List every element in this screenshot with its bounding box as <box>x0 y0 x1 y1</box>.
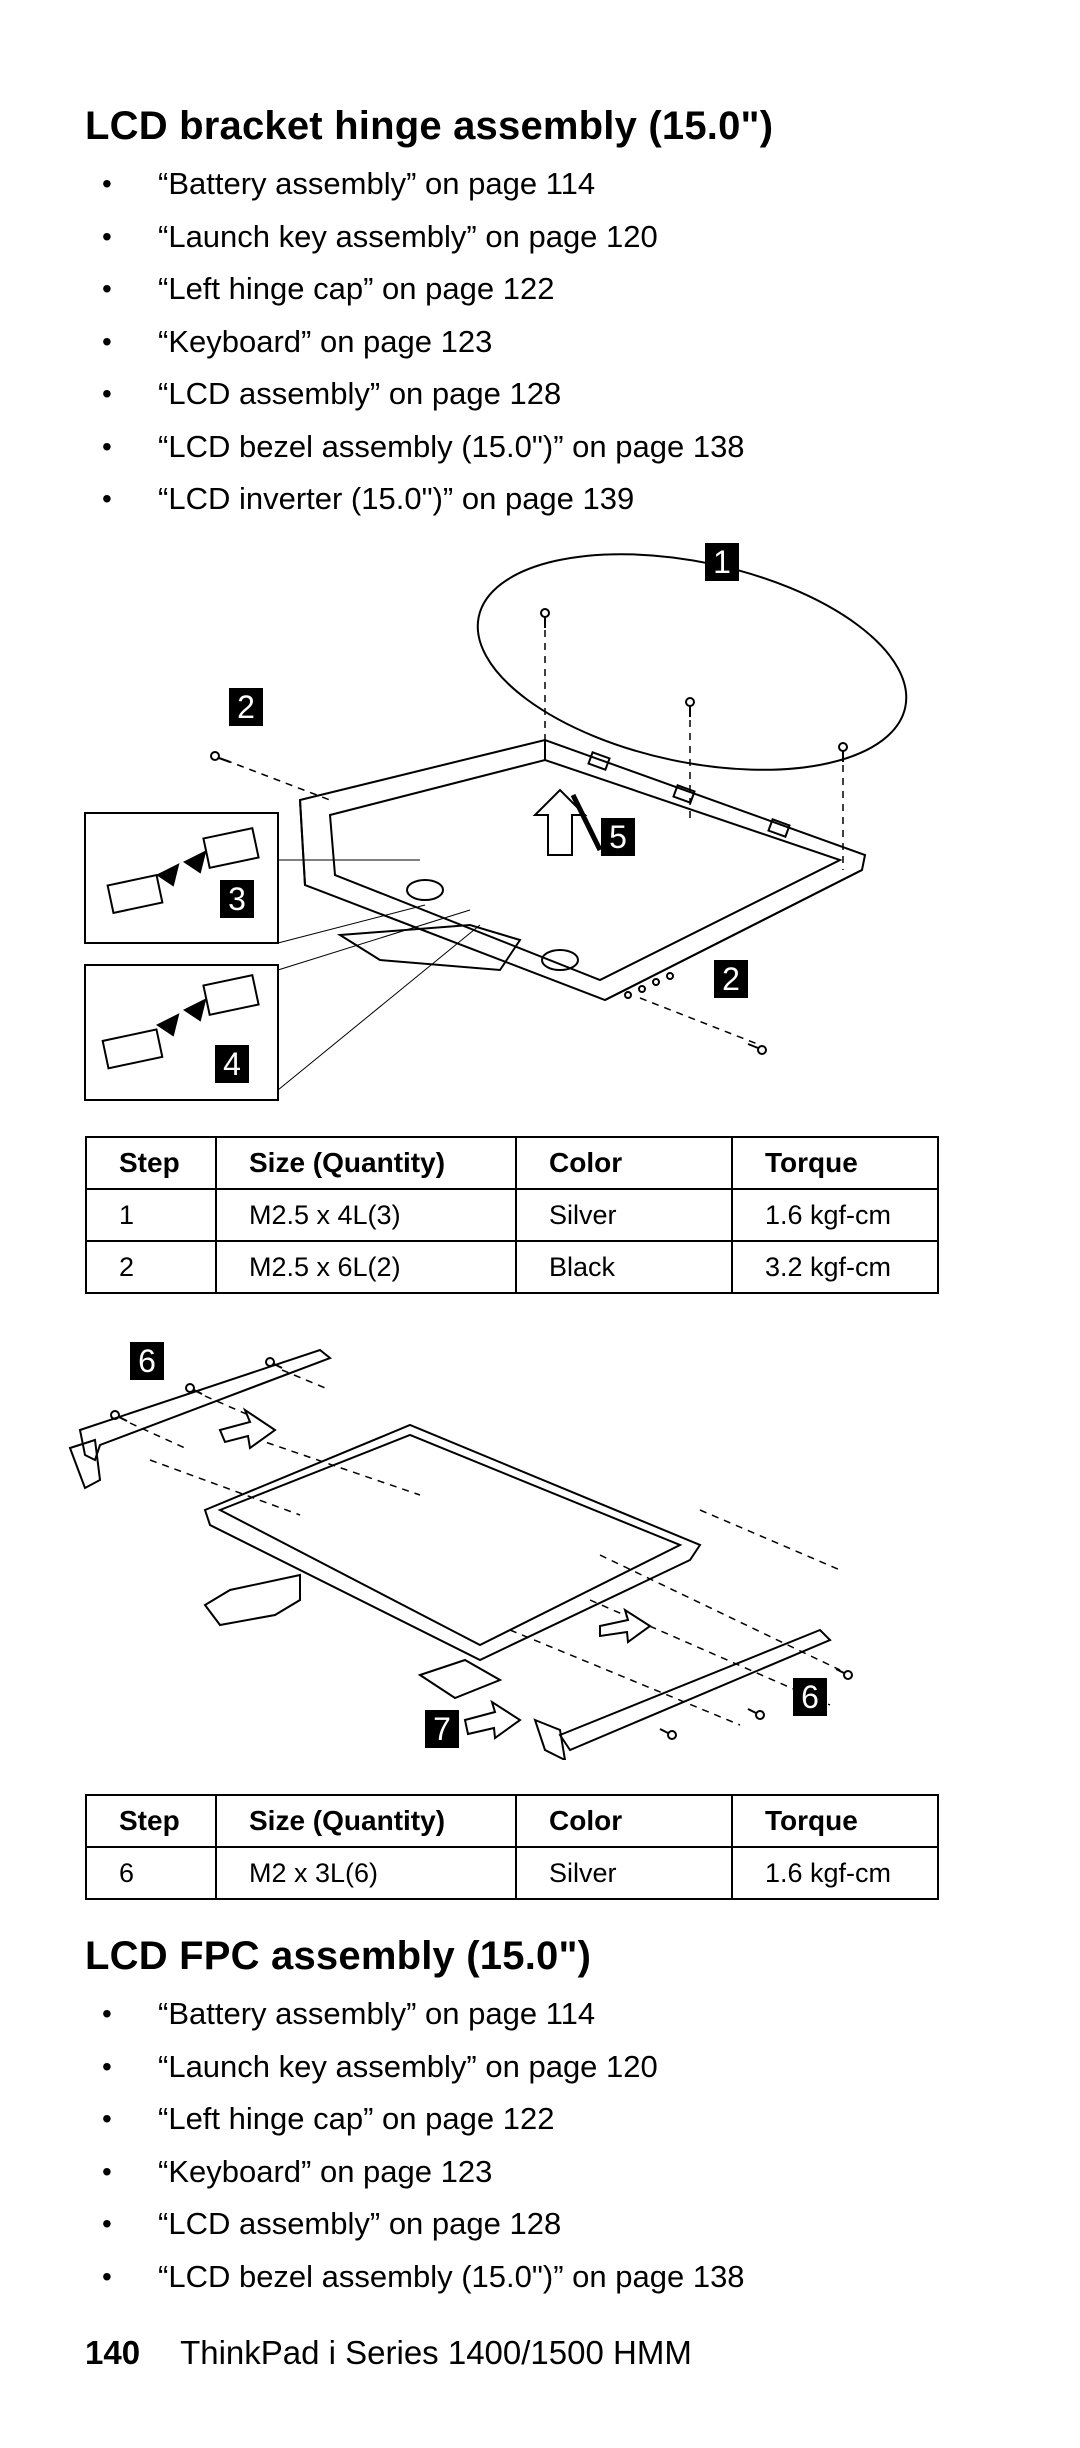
list-item: •“Battery assembly” on page 114 <box>85 1988 745 2041</box>
section-title-bracket-hinge: LCD bracket hinge assembly (15.0") <box>85 104 774 148</box>
remove-arrow-icon <box>218 1407 277 1450</box>
screw-icon <box>685 697 695 717</box>
figure-bracket-hinge-exploded: 1 2 3 4 5 2 <box>0 530 1080 1110</box>
bullet-icon: • <box>102 2260 112 2292</box>
bullet-icon: • <box>102 220 112 252</box>
bullet-icon: • <box>102 273 112 304</box>
fpc-cable <box>203 1573 301 1627</box>
lcd-panel <box>203 1423 702 1662</box>
bullet-icon: • <box>102 2103 112 2134</box>
hinge-bracket-illustration <box>68 1348 853 1762</box>
callout-2: 2 <box>229 688 263 726</box>
inset-box-connector-3 <box>84 812 279 944</box>
list-item: •“LCD assembly” on page 128 <box>85 2198 745 2251</box>
page-footer: 140 ThinkPad i Series 1400/1500 HMM <box>85 2334 692 2372</box>
bullet-icon: • <box>102 430 112 462</box>
callout-7: 7 <box>425 1710 459 1748</box>
fpc-connector-piece <box>417 1658 503 1700</box>
list-item: •“Left hinge cap” on page 122 <box>85 2093 745 2146</box>
screw-icon <box>747 1043 767 1055</box>
callout-1: 1 <box>705 543 739 581</box>
screw-icon <box>659 1728 677 1740</box>
table-row: 6 M2 x 3L(6) Silver 1.6 kgf-cm <box>85 1846 939 1900</box>
figure-hinge-bracket-removal: 6 6 7 <box>0 1330 1080 1762</box>
callout-2: 2 <box>714 960 748 998</box>
screw-icon <box>747 1708 765 1720</box>
callout-6: 6 <box>793 1678 827 1716</box>
inset-box-connector-4 <box>84 964 279 1101</box>
prerequisite-list-2: •“Battery assembly” on page 114 •“Launch… <box>85 1988 745 2303</box>
table-row: 1 M2.5 x 4L(3) Silver 1.6 kgf-cm <box>85 1188 939 1242</box>
bullet-icon: • <box>102 378 112 409</box>
table-header-row: Step Size (Quantity) Color Torque <box>85 1136 939 1190</box>
table-header-row: Step Size (Quantity) Color Torque <box>85 1794 939 1848</box>
screw-icon <box>540 608 550 628</box>
remove-arrow-icon <box>463 1699 522 1740</box>
list-item: •“Battery assembly” on page 114 <box>85 158 745 211</box>
screw-icon <box>210 751 231 763</box>
callout-5: 5 <box>601 818 635 856</box>
list-item: •“Launch key assembly” on page 120 <box>85 2041 745 2094</box>
bullet-icon: • <box>102 2050 112 2082</box>
screw-icon <box>838 742 848 762</box>
bullet-icon: • <box>102 2155 112 2187</box>
screw-icon <box>835 1668 853 1680</box>
list-item: •“Left hinge cap” on page 122 <box>85 263 745 316</box>
prerequisite-list-1: •“Battery assembly” on page 114 •“Launch… <box>85 158 745 526</box>
list-item: •“Keyboard” on page 123 <box>85 2146 745 2199</box>
bullet-icon: • <box>102 2208 112 2239</box>
lift-arrow-icon <box>532 788 588 856</box>
screw-spec-table-2: Step Size (Quantity) Color Torque 6 M2 x… <box>85 1794 939 1900</box>
callout-3: 3 <box>220 880 254 918</box>
bullet-icon: • <box>102 325 112 357</box>
bullet-icon: • <box>102 168 112 199</box>
left-hinge-bracket <box>78 1348 332 1462</box>
document-title: ThinkPad i Series 1400/1500 HMM <box>180 2334 692 2371</box>
list-item: •“LCD bezel assembly (15.0")” on page 13… <box>85 421 745 474</box>
list-item: •“Keyboard” on page 123 <box>85 316 745 369</box>
list-item: •“LCD assembly” on page 128 <box>85 368 745 421</box>
flex-cable <box>336 923 522 972</box>
list-item: •“Launch key assembly” on page 120 <box>85 211 745 264</box>
list-item: •“LCD bezel assembly (15.0")” on page 13… <box>85 2251 745 2304</box>
callout-6: 6 <box>130 1342 164 1380</box>
screw-spec-table-1: Step Size (Quantity) Color Torque 1 M2.5… <box>85 1136 939 1294</box>
bullet-icon: • <box>102 483 112 514</box>
list-item: •“LCD inverter (15.0")” on page 139 <box>85 473 745 526</box>
remove-arrow-icon <box>599 1607 652 1644</box>
table-row: 2 M2.5 x 6L(2) Black 3.2 kgf-cm <box>85 1240 939 1294</box>
callout-4: 4 <box>215 1045 249 1083</box>
page-number: 140 <box>85 2334 141 2371</box>
section-title-fpc: LCD FPC assembly (15.0") <box>85 1934 592 1978</box>
bullet-icon: • <box>102 1998 112 2029</box>
right-hinge-bracket <box>558 1628 832 1752</box>
bracket-hinge-illustration <box>84 553 908 1101</box>
